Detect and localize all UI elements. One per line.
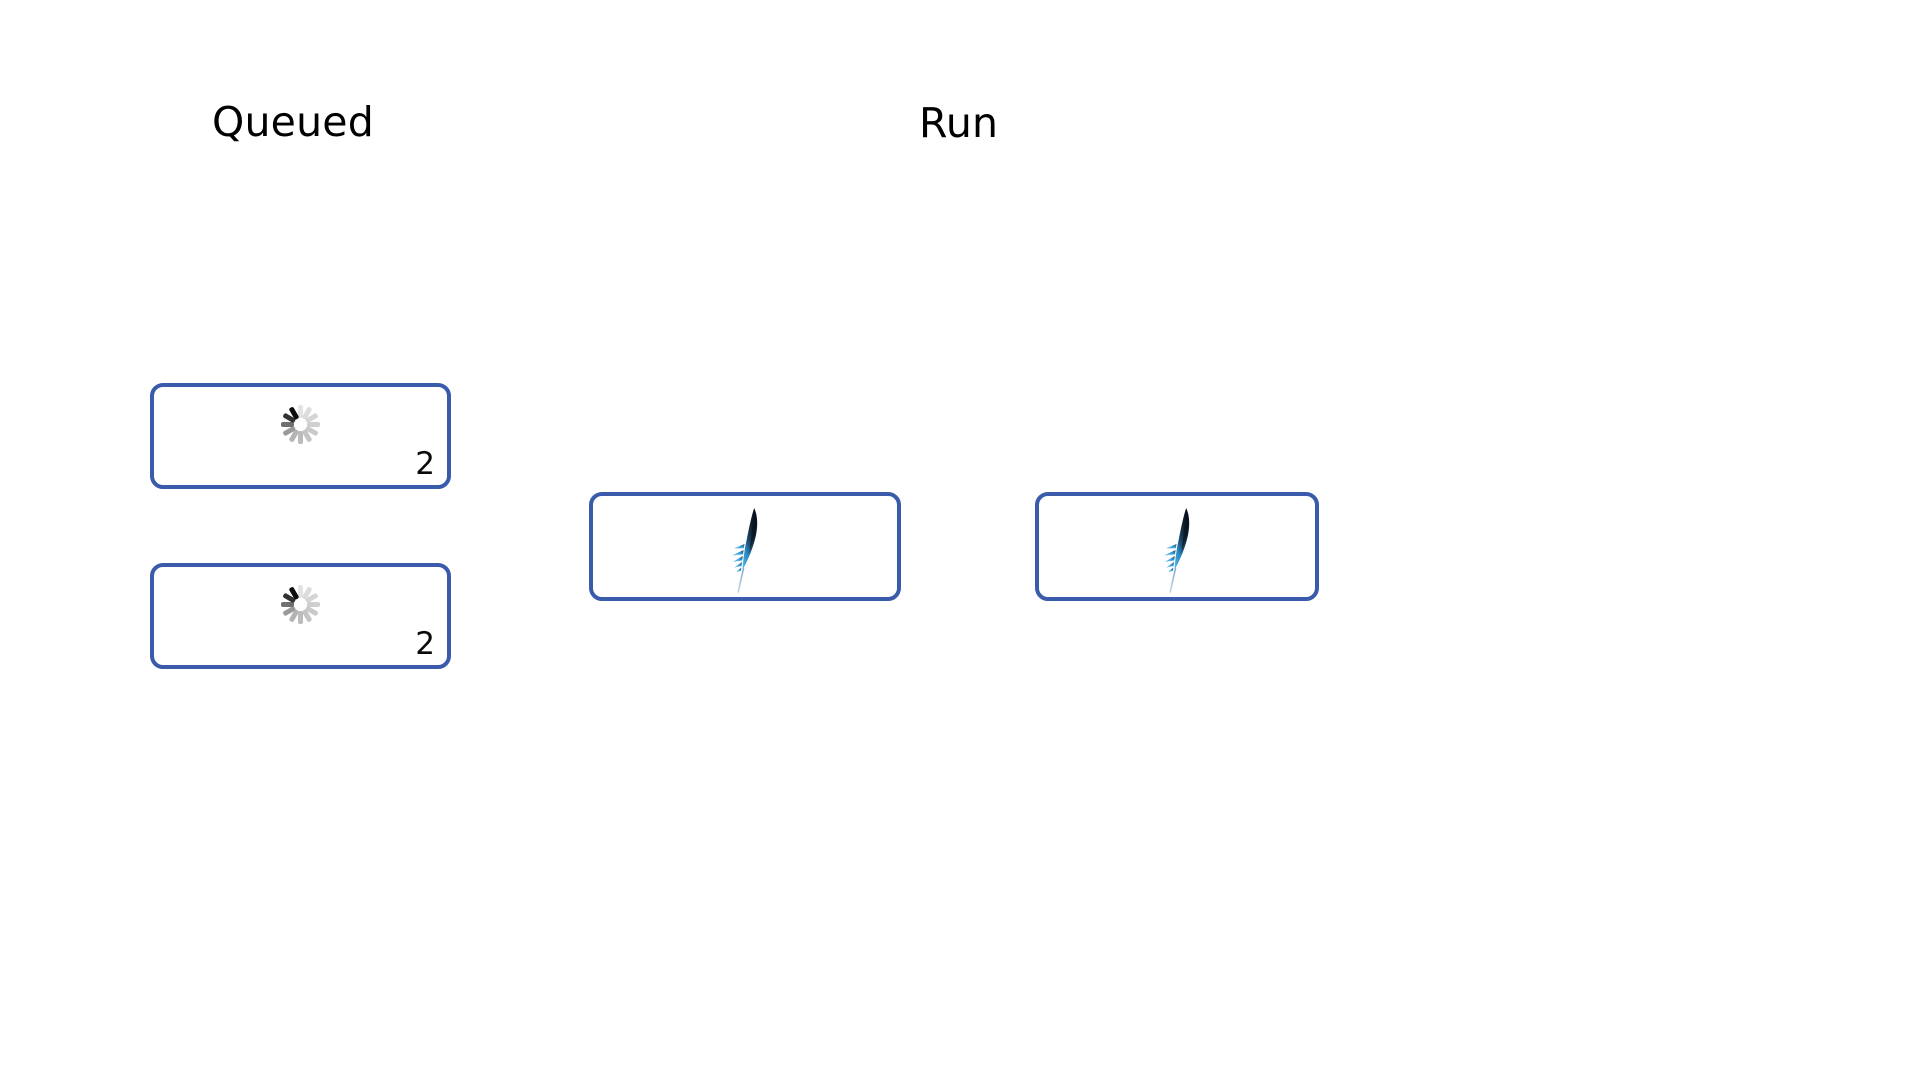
loading-spinner-icon [154, 399, 447, 449]
run-task-card[interactable] [589, 492, 901, 601]
spinner-glyph [276, 579, 326, 629]
run-task-card[interactable] [1035, 492, 1319, 601]
column-heading-queued: Queued [212, 98, 374, 146]
card-count-badge: 2 [415, 625, 435, 662]
apache-feather-icon [1039, 504, 1315, 596]
queued-task-card[interactable]: 2 [150, 563, 451, 669]
loading-spinner-icon [154, 579, 447, 629]
spinner-glyph [276, 399, 326, 449]
card-count-badge: 2 [415, 445, 435, 482]
column-heading-run: Run [919, 99, 999, 147]
apache-feather-icon [593, 504, 897, 596]
queued-task-card[interactable]: 2 [150, 383, 451, 489]
